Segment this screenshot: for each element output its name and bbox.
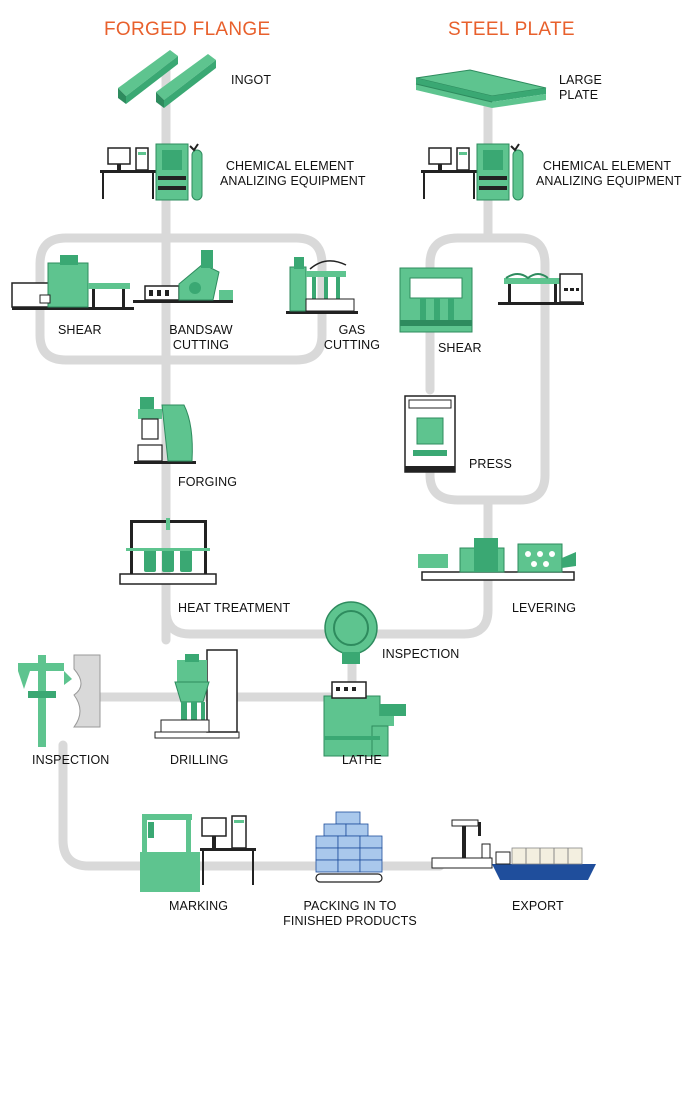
title-forged-flange: FORGED FLANGE — [104, 19, 271, 40]
heat-furnace-icon — [119, 518, 217, 585]
analyzer-icon — [100, 143, 203, 201]
leveler-icon — [418, 538, 576, 581]
packed-goods-icon — [315, 811, 383, 883]
shear-machine-icon — [11, 255, 134, 310]
label-lathe: LATHE — [342, 753, 382, 767]
label-shear-right: SHEAR — [438, 341, 482, 355]
lathe-icon — [323, 681, 406, 757]
label-heat-treatment: HEAT TREATMENT — [178, 601, 291, 615]
large-plate-icon — [415, 69, 547, 108]
label-inspection-center: INSPECTION — [382, 647, 460, 661]
label-export: EXPORT — [512, 899, 564, 913]
label-bandsaw: BANDSAW CUTTING — [169, 323, 233, 352]
inspection-ring-icon — [324, 601, 378, 664]
plate-shear-icon — [399, 267, 473, 333]
ship-icon — [431, 819, 596, 880]
label-marking: MARKING — [169, 899, 229, 913]
plate-cutter-icon — [498, 273, 584, 305]
label-inspection-left: INSPECTION — [32, 753, 110, 767]
label-press: PRESS — [469, 457, 512, 471]
gas-cutter-icon — [286, 257, 358, 314]
label-large-plate: LARGE PLATE — [559, 73, 602, 102]
label-chem-left: CHEMICAL ELEMENT ANALIZING EQUIPMENT — [220, 159, 366, 188]
forging-hammer-icon — [134, 397, 196, 464]
flow-lines — [35, 55, 550, 871]
label-shear-left: SHEAR — [58, 323, 102, 337]
label-forging: FORGING — [178, 475, 238, 489]
title-steel-plate: STEEL PLATE — [448, 19, 575, 40]
label-ingot: INGOT — [231, 73, 272, 87]
label-levering: LEVERING — [512, 601, 577, 615]
press-icon — [404, 395, 456, 473]
bandsaw-icon — [133, 250, 233, 303]
label-chem-right: CHEMICAL ELEMENT ANALIZING EQUIPMENT — [536, 159, 682, 188]
caliper-icon — [18, 654, 101, 747]
label-packing: PACKING IN TO FINISHED PRODUCTS — [283, 899, 417, 928]
label-gas-cutting: GAS CUTTING — [323, 323, 381, 352]
label-drilling: DRILLING — [170, 753, 229, 767]
analyzer-icon — [421, 143, 524, 201]
ingot-icon — [118, 50, 216, 108]
marking-machine-icon — [140, 814, 256, 892]
drill-press-icon — [154, 649, 240, 739]
